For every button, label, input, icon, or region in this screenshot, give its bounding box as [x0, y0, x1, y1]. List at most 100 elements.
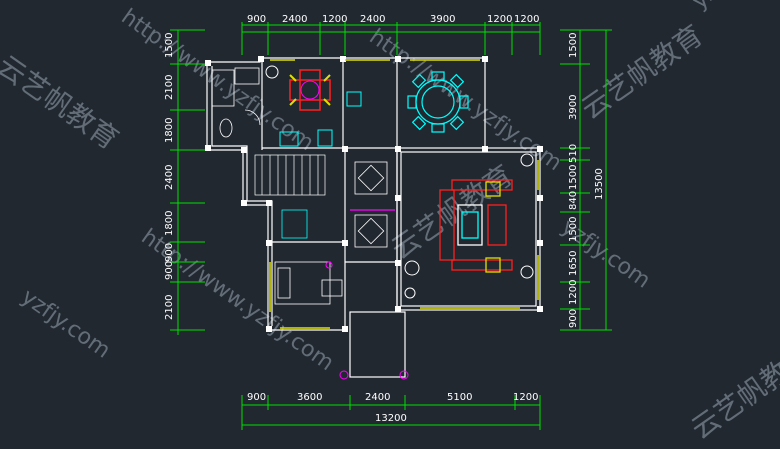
column: [241, 147, 247, 153]
column: [205, 145, 211, 151]
plants: [265, 65, 534, 299]
column: [342, 146, 348, 152]
kitchen-counter: [279, 91, 362, 147]
watermark-brand-right: 云艺帆教育: [575, 18, 709, 125]
floor-pattern-2: [354, 214, 388, 248]
right-dim-9: 900: [568, 309, 579, 328]
chairs: [407, 71, 469, 133]
right-dim-1: 1500: [568, 33, 579, 58]
right-dim-6: 1500: [568, 217, 579, 242]
sofa-front: [451, 259, 513, 271]
pillow: [277, 267, 291, 299]
bottom-dim-2: 3600: [297, 392, 322, 403]
floor-pattern-2-inner: [357, 217, 385, 245]
magenta-markers: [325, 261, 409, 380]
top-dim-2: 2400: [282, 14, 307, 25]
top-dim-7: 1200: [514, 14, 539, 25]
right-dim-2: 3900: [568, 95, 579, 120]
column: [395, 306, 401, 312]
right-dim-7: 1650: [568, 251, 579, 276]
watermark-brand-left: 云艺帆教育: [0, 49, 125, 156]
chair: [431, 71, 445, 81]
hall-patterns: [350, 161, 395, 248]
bed: [274, 261, 331, 305]
sofa-left: [439, 189, 455, 261]
column: [241, 200, 247, 206]
bottom-dim-3: 2400: [365, 392, 390, 403]
column: [537, 240, 543, 246]
bedroom-furniture: [274, 209, 343, 305]
window-layer: [269, 59, 539, 329]
living-room-furniture: [439, 179, 513, 273]
column: [395, 260, 401, 266]
column: [266, 200, 272, 206]
left-dim-1: 1500: [164, 33, 175, 58]
chair: [449, 115, 465, 131]
column: [342, 240, 348, 246]
vanity: [234, 67, 260, 85]
dining-table-red: [289, 69, 331, 111]
side-table: [485, 181, 501, 197]
chair: [411, 73, 427, 89]
top-dim-5: 3900: [430, 14, 455, 25]
stair-block: [349, 311, 406, 378]
right-dim-3: 510: [568, 144, 579, 163]
chair: [449, 73, 465, 89]
nightstand: [321, 279, 343, 297]
column: [537, 306, 543, 312]
chair: [411, 115, 427, 131]
right-dim-5: 840: [568, 191, 579, 210]
watermark-brand-mid: 云艺帆教育: [385, 158, 519, 265]
column: [395, 56, 401, 62]
fridge: [317, 129, 333, 147]
column: [482, 146, 488, 152]
plant-icon: [265, 65, 279, 79]
column: [266, 326, 272, 332]
top-dim-4: 2400: [360, 14, 385, 25]
stove: [346, 91, 362, 107]
bottom-total: 13200: [375, 413, 407, 424]
left-dim-2: 2100: [164, 75, 175, 100]
right-total: 13500: [594, 168, 605, 200]
staircase-left: [254, 154, 326, 196]
chair: [459, 95, 469, 109]
sofa-back: [451, 179, 513, 191]
left-dim-6: 900: [164, 243, 175, 262]
sink: [279, 131, 299, 147]
round-dining-table: [407, 71, 469, 133]
coffee-table-glass: [461, 211, 479, 239]
column: [537, 146, 543, 152]
dimension-text-layer: 900 2400 1200 2400 3900 1200 1200 900 36…: [164, 14, 605, 424]
column: [258, 56, 264, 62]
left-dim-8: 2100: [164, 295, 175, 320]
column: [266, 240, 272, 246]
chair: [431, 123, 445, 133]
side-table: [485, 257, 501, 273]
left-dim-3: 1800: [164, 118, 175, 143]
bottom-dim-5: 1200: [513, 392, 538, 403]
watermark-url-corner: yzfjy.com: [688, 0, 780, 15]
plant-icon: [520, 153, 534, 167]
door-swing: [244, 109, 261, 126]
column: [340, 56, 346, 62]
floor-pattern-1-inner: [357, 164, 385, 192]
right-dim-8: 1200: [568, 280, 579, 305]
plant-icon: [520, 265, 534, 279]
top-dim-3: 1200: [322, 14, 347, 25]
column: [482, 56, 488, 62]
top-dim-1: 900: [247, 14, 266, 25]
inner-wall-left: [211, 66, 273, 326]
column: [537, 195, 543, 201]
dimension-layer: [170, 22, 612, 430]
plant-icon: [404, 287, 416, 299]
stair-outline: [254, 154, 326, 196]
floor-pattern-1: [354, 161, 388, 195]
chair: [407, 95, 417, 109]
marker: [399, 370, 409, 380]
column: [395, 195, 401, 201]
bathroom-fixtures: [211, 67, 261, 138]
column-layer: [205, 56, 543, 332]
left-dim-5: 1800: [164, 211, 175, 236]
